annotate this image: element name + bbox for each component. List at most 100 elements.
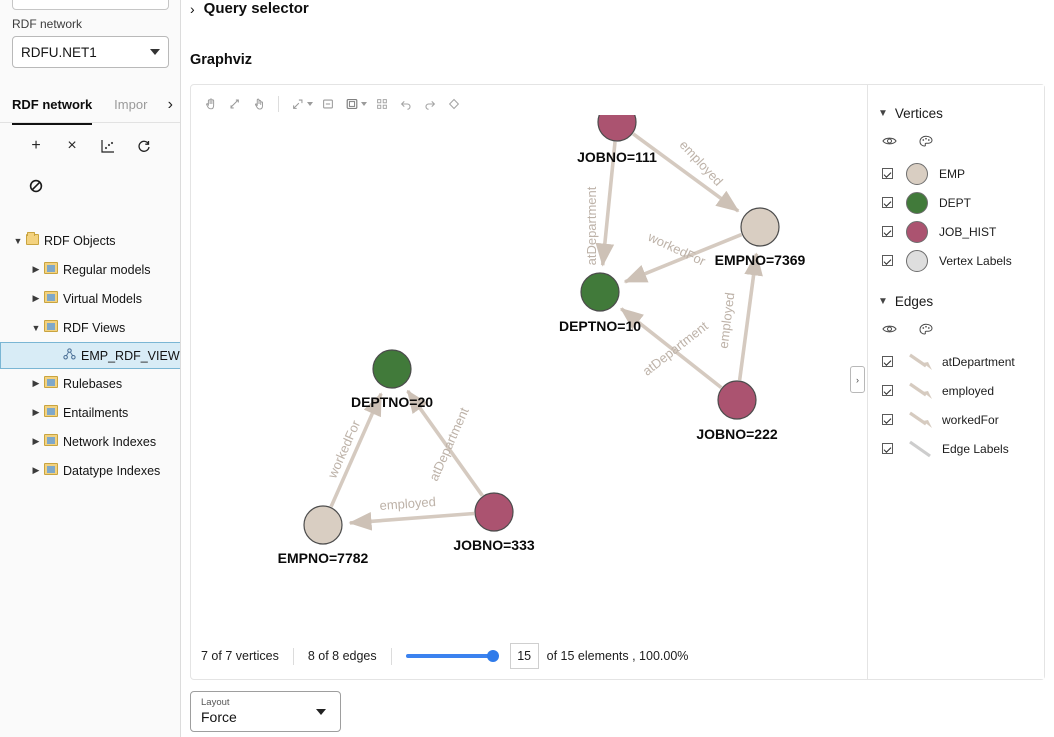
legend-row[interactable]: DEPT	[868, 188, 1044, 217]
tab-rdf-network[interactable]: RDF network	[12, 97, 93, 125]
twisty-right-icon[interactable]: ▶	[32, 465, 40, 475]
legend-checkbox[interactable]	[882, 226, 893, 237]
graph-canvas[interactable]: atDepartmentemployedworkedForatDepartmen…	[191, 115, 867, 645]
tree-item-network-indexes[interactable]: ▶Network Indexes	[0, 427, 180, 456]
tree-item-rdf-views[interactable]: ▼RDF Views	[0, 313, 180, 342]
legend-checkbox[interactable]	[882, 197, 893, 208]
tree-item-rulebases[interactable]: ▶Rulebases	[0, 369, 180, 398]
tab-import[interactable]: Impor	[114, 97, 148, 112]
graph-node-label: JOBNO=222	[696, 426, 778, 442]
legend-checkbox[interactable]	[882, 385, 893, 396]
legend-row[interactable]: atDepartment	[868, 347, 1044, 376]
twisty-down-icon[interactable]: ▼	[13, 235, 23, 246]
query-selector-header[interactable]: › Query selector	[190, 0, 309, 17]
legend-color-swatch[interactable]	[906, 162, 928, 185]
legend-row[interactable]: EMP	[868, 159, 1044, 188]
remove-icon[interactable]: ×	[67, 137, 77, 154]
twisty-down-icon[interactable]: ▼	[31, 322, 41, 333]
graph-node[interactable]	[740, 207, 780, 247]
graph-node[interactable]	[372, 349, 412, 389]
graph-edge[interactable]	[620, 307, 723, 390]
elements-total-label: of 15 elements , 100.00%	[546, 649, 689, 663]
eye-icon[interactable]	[882, 323, 897, 339]
graph-edge[interactable]	[329, 392, 383, 508]
eraser-icon[interactable]	[442, 92, 466, 116]
tree-item-rdf-objects[interactable]: ▼RDF Objects	[0, 226, 180, 255]
twisty-right-icon[interactable]: ▶	[32, 407, 40, 417]
layout-select[interactable]: Layout Force	[190, 691, 341, 732]
legend-color-swatch[interactable]	[906, 220, 928, 243]
legend-row[interactable]: Vertex Labels	[868, 246, 1044, 275]
statusbar-divider	[390, 647, 392, 665]
tree-item-label: Datatype Indexes	[63, 463, 161, 478]
add-icon[interactable]: +	[31, 137, 41, 154]
slider-knob[interactable]	[486, 650, 499, 662]
pointer-hand-icon[interactable]	[247, 92, 271, 116]
palette-icon[interactable]	[919, 135, 933, 151]
legend-row[interactable]: employed	[868, 376, 1044, 405]
undo-icon[interactable]	[394, 92, 418, 116]
sidebar-top-input[interactable]	[12, 0, 169, 10]
tree-item-datatype-indexes[interactable]: ▶ Datatype Indexes	[0, 456, 180, 485]
legend-color-swatch[interactable]	[906, 191, 928, 214]
chevron-down-icon[interactable]	[307, 102, 313, 106]
twisty-right-icon[interactable]: ▶	[32, 293, 40, 303]
legend-checkbox[interactable]	[882, 443, 893, 454]
collapse-box-icon[interactable]	[316, 92, 340, 116]
eye-icon[interactable]	[882, 135, 897, 151]
model-icon	[44, 262, 58, 277]
lasso-select-icon[interactable]	[223, 92, 247, 116]
graph-edge[interactable]	[737, 252, 763, 381]
palette-icon[interactable]	[919, 323, 933, 339]
tree-item-entailments[interactable]: ▶Entailments	[0, 398, 180, 427]
legend-collapse-handle[interactable]: ›	[850, 366, 865, 393]
legend-checkbox[interactable]	[882, 255, 893, 266]
legend-label: employed	[942, 383, 995, 398]
legend-row[interactable]: workedFor	[868, 405, 1044, 434]
legend-row[interactable]: JOB_HIST	[868, 217, 1044, 246]
rdf-network-select[interactable]: RDFU.NET1	[12, 36, 169, 68]
graph-edges	[329, 132, 763, 531]
graph-edge[interactable]	[632, 132, 740, 213]
legend-row[interactable]: Edge Labels	[868, 434, 1044, 463]
legend-color-swatch[interactable]	[906, 249, 928, 272]
legend-label: EMP	[939, 166, 966, 181]
refresh-icon[interactable]	[126, 131, 162, 161]
twisty-right-icon[interactable]: ▶	[32, 436, 40, 446]
legend-checkbox[interactable]	[882, 168, 893, 179]
graph-edge[interactable]	[406, 389, 484, 497]
group-icon[interactable]	[370, 92, 394, 116]
legend-vertices-header[interactable]: ▼ Vertices	[868, 103, 1044, 123]
graph-node[interactable]	[474, 492, 514, 532]
legend-edges-header[interactable]: ▼ Edges	[868, 291, 1044, 311]
legend-vertices-icons	[868, 135, 1044, 151]
slider-track	[405, 654, 498, 658]
tree-item-regular-models[interactable]: ▶Regular models	[0, 255, 180, 284]
graph-edge[interactable]	[623, 232, 743, 284]
tree-item-emp-rdf-view[interactable]: EMP_RDF_VIEW	[0, 342, 180, 369]
twisty-right-icon[interactable]: ▶	[32, 264, 40, 274]
graph-edge[interactable]	[595, 141, 617, 267]
pan-hand-icon[interactable]	[199, 92, 223, 116]
fit-screen-icon[interactable]	[286, 92, 310, 116]
twisty-right-icon[interactable]: ▶	[32, 378, 40, 388]
graph-node[interactable]	[717, 380, 757, 420]
graph-edge[interactable]	[348, 511, 475, 531]
elements-value-input[interactable]: 15	[509, 643, 539, 669]
graph-node[interactable]	[580, 272, 620, 312]
graph-node[interactable]	[597, 115, 637, 142]
chevron-down-icon[interactable]	[361, 102, 367, 106]
legend-checkbox[interactable]	[882, 356, 893, 367]
vertices-count: 7 of 7 vertices	[201, 649, 279, 663]
chevron-right-icon[interactable]: ›	[167, 96, 173, 113]
redo-icon[interactable]	[418, 92, 442, 116]
edge-arrow-icon	[909, 411, 932, 428]
legend-checkbox[interactable]	[882, 414, 893, 425]
grid-layout-icon[interactable]	[340, 92, 364, 116]
graph-node[interactable]	[303, 505, 343, 545]
tree-item-virtual-models[interactable]: ▶Virtual Models	[0, 284, 180, 313]
elements-slider[interactable]	[405, 649, 499, 663]
chart-icon[interactable]	[90, 131, 126, 161]
block-icon[interactable]	[18, 171, 54, 201]
